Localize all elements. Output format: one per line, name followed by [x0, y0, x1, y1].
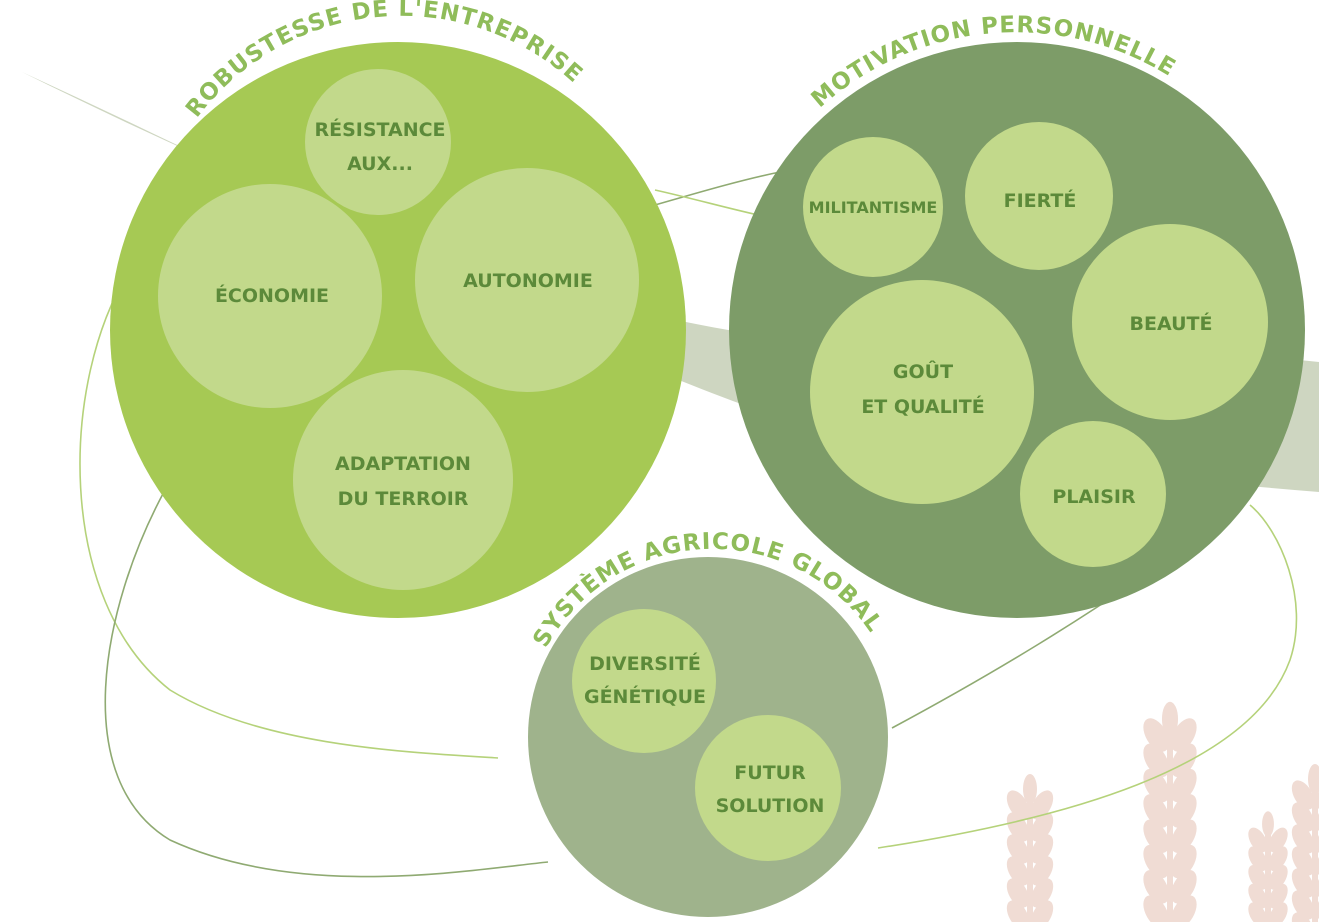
node-beaute — [1072, 224, 1268, 420]
wheat-grain — [1248, 865, 1268, 890]
node-militantisme — [803, 137, 943, 277]
node-gout-label-2: ET QUALITÉ — [861, 395, 984, 418]
wheat-grain — [1170, 794, 1197, 828]
node-diversite-label-1: DIVERSITÉ — [589, 652, 701, 675]
wheat-grain — [1291, 890, 1315, 920]
node-militantisme-label: MILITANTISME — [809, 198, 938, 217]
node-futur-label-2: SOLUTION — [716, 795, 825, 817]
node-resistance-label-1: RÉSISTANCE — [314, 118, 445, 141]
node-fierte — [965, 122, 1113, 270]
node-adaptation — [293, 370, 513, 590]
wheat-grain — [1143, 870, 1170, 904]
wheat-grain — [1170, 819, 1197, 853]
wheat-grain — [1030, 812, 1054, 842]
node-economie-label: ÉCONOMIE — [215, 284, 329, 307]
wheat-grain — [1248, 902, 1268, 922]
wheat-grain — [1268, 883, 1288, 909]
wheat-grain — [1291, 824, 1315, 854]
wheat-grain — [1030, 834, 1054, 864]
wheat-grain — [1143, 768, 1170, 803]
wheat-grain — [1170, 718, 1197, 752]
wheat-grain — [1170, 870, 1197, 904]
wheat-grain — [1291, 912, 1315, 922]
node-adaptation-label-2: DU TERROIR — [338, 488, 469, 510]
wheat-grain — [1248, 846, 1268, 872]
wheat-grain — [1143, 819, 1170, 853]
group-robustesse: ROBUSTESSE DE L'ENTREPRISE RÉSISTANCE AU… — [110, 0, 686, 618]
group-systeme: SYSTÈME AGRICOLE GLOBAL DIVERSITÉ GÉNÉTI… — [528, 529, 888, 917]
wheat-grain — [1006, 900, 1030, 922]
wheat-grain — [1268, 865, 1288, 890]
group-motivation: MOTIVATION PERSONNELLE MILITANTISME FIER… — [729, 12, 1305, 618]
wheat-grain — [1170, 844, 1197, 879]
node-adaptation-label-1: ADAPTATION — [335, 453, 471, 475]
wheat-stem — [1312, 785, 1318, 922]
wheat-grain — [1268, 902, 1288, 922]
wheat-grain — [1143, 718, 1170, 752]
wheat-grain — [1143, 895, 1170, 922]
wheat-grain — [1006, 878, 1030, 908]
wheat-grain — [1143, 844, 1170, 879]
node-resistance — [305, 69, 451, 215]
node-gout — [810, 280, 1034, 504]
node-resistance-label-2: AUX... — [347, 153, 413, 175]
wheat-grain — [1030, 790, 1054, 820]
wheat-grain — [1308, 764, 1319, 794]
node-autonomie — [415, 168, 639, 392]
wheat-grain — [1248, 827, 1268, 853]
wheat-grain — [1268, 827, 1288, 853]
node-gout-label-1: GOÛT — [893, 359, 953, 383]
wheat-grain — [1143, 794, 1170, 828]
wheat-grain — [1143, 743, 1170, 778]
wheat-grain — [1030, 900, 1054, 922]
node-futur — [695, 715, 841, 861]
node-diversite — [572, 609, 716, 753]
wheat-grain — [1268, 846, 1288, 872]
wheat-grain — [1023, 774, 1037, 804]
wheat-grain — [1006, 790, 1030, 820]
wheat-grain — [1170, 895, 1197, 922]
wheat-grain — [1170, 743, 1197, 778]
node-diversite-label-2: GÉNÉTIQUE — [584, 685, 706, 708]
node-economie — [158, 184, 382, 408]
node-futur-label-1: FUTUR — [734, 762, 806, 784]
wheat-grain — [1030, 856, 1054, 886]
wheat-grain — [1248, 883, 1268, 909]
node-autonomie-label: AUTONOMIE — [463, 270, 593, 292]
wheat-grain — [1291, 780, 1315, 810]
node-plaisir — [1020, 421, 1166, 567]
wheat-stem — [1027, 795, 1033, 922]
wheat-grain — [1262, 811, 1274, 837]
wheat-grain — [1291, 868, 1315, 898]
wheat-grain — [1291, 846, 1315, 876]
wheat-grain — [1161, 701, 1179, 737]
wheat-grain — [1006, 856, 1030, 886]
node-plaisir-label: PLAISIR — [1052, 486, 1136, 508]
wheat-stem — [1265, 830, 1271, 922]
wheat-grain — [1030, 878, 1054, 908]
node-beaute-label: BEAUTÉ — [1130, 312, 1213, 335]
node-fierte-label: FIERTÉ — [1004, 189, 1077, 212]
wheat-decoration — [1006, 701, 1319, 922]
wheat-grain — [1170, 768, 1197, 803]
wheat-grain — [1006, 834, 1030, 864]
group-systeme-circle — [528, 557, 888, 917]
wheat-grain — [1291, 802, 1315, 832]
wheat-stem — [1167, 725, 1173, 922]
